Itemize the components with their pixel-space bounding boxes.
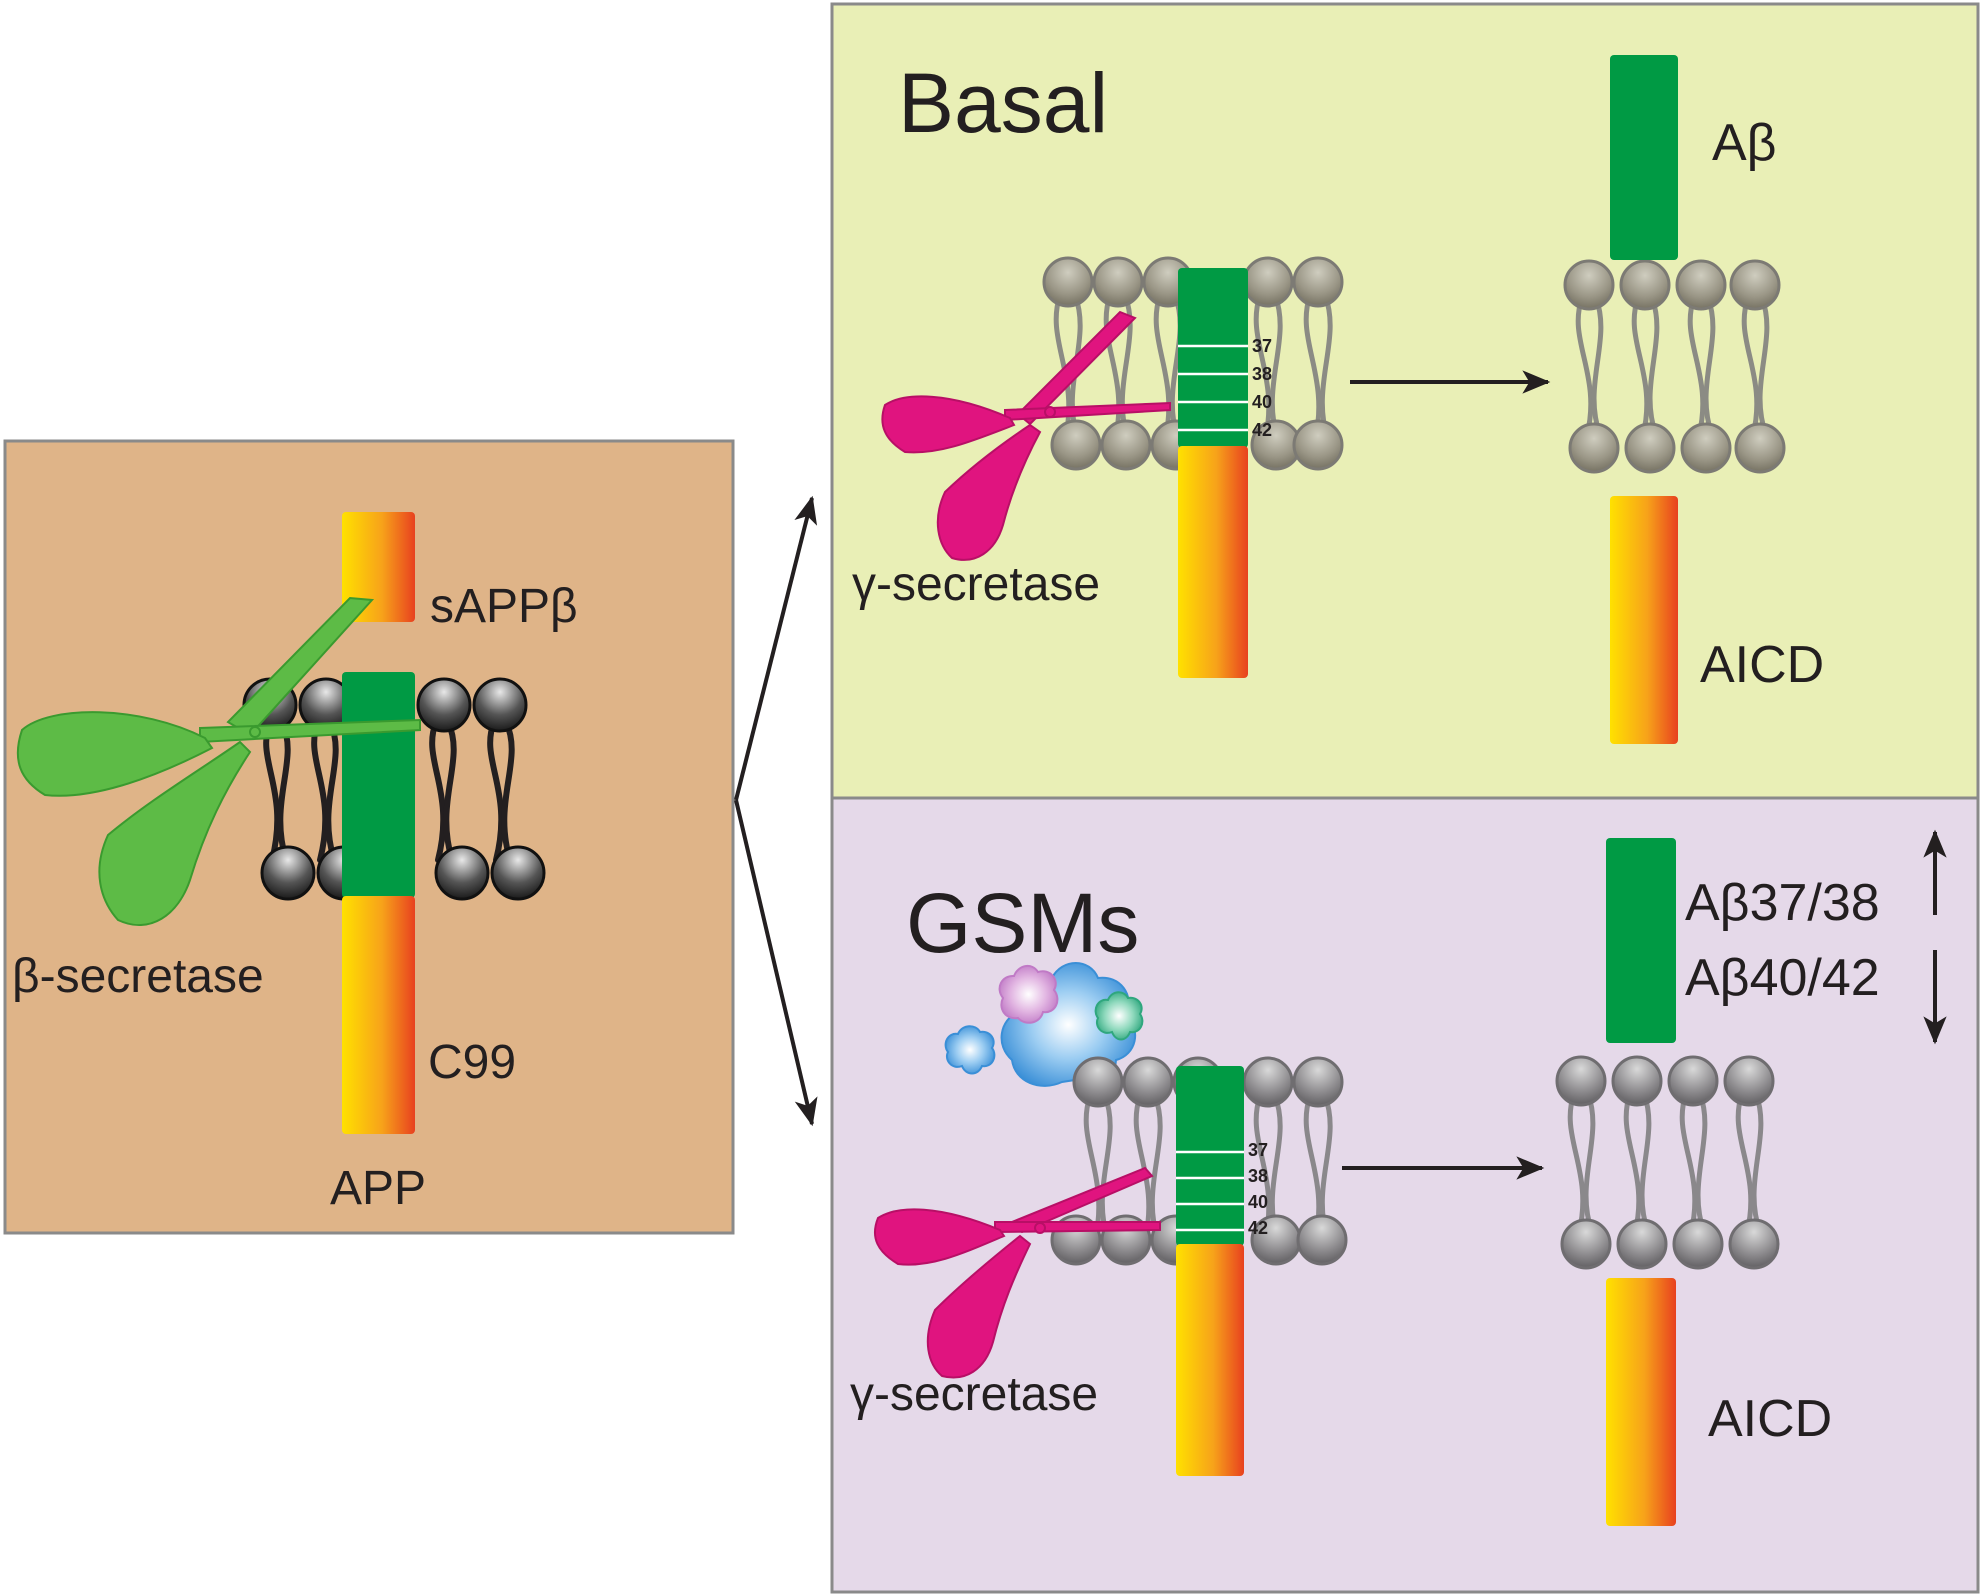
basal-gamma-secretase-scissors-icon	[881, 310, 1171, 561]
gsm-c99-fragment	[1176, 1244, 1244, 1476]
gsm-modulator-small-blue-icon	[944, 1025, 996, 1075]
gsm-modulator-teal-icon	[1094, 991, 1144, 1041]
c99-fragment	[342, 896, 415, 1134]
gsm-panel-background	[830, 796, 1980, 1594]
gsm-abeta-domain	[1176, 1066, 1244, 1246]
gsm-site-42: 42	[1248, 1218, 1268, 1238]
basal-panel: Basal	[830, 2, 1980, 800]
gsm-product-membrane	[1555, 1055, 1780, 1270]
sapp-beta-label: sAPPβ	[430, 580, 578, 633]
gsm-modulator-pink-icon	[998, 964, 1059, 1024]
basal-gamma-secretase-label: γ-secretase	[852, 558, 1100, 611]
beta-secretase-scissors-icon	[16, 596, 421, 926]
gsm-gamma-secretase-label: γ-secretase	[850, 1368, 1098, 1421]
basal-abeta-label: Aβ	[1712, 114, 1777, 172]
app-panel: sAPPβ β-secretase C99 APP	[3, 439, 735, 1235]
basal-product-membrane	[1563, 259, 1786, 474]
sapp-beta-fragment	[342, 512, 415, 622]
gsm-aicd-product	[1606, 1278, 1676, 1526]
gsm-aicd-label: AICD	[1708, 1390, 1832, 1448]
gsm-cleavage-lines	[1176, 1150, 1244, 1232]
arrow-to-gsms	[734, 799, 818, 1127]
arrow-to-basal	[734, 495, 818, 801]
basal-abeta-product	[1610, 55, 1678, 260]
app-label: APP	[330, 1162, 426, 1215]
basal-aicd-product	[1610, 496, 1678, 744]
abeta-domain	[342, 672, 415, 898]
beta-secretase-label: β-secretase	[12, 950, 264, 1003]
basal-aicd-label: AICD	[1700, 636, 1824, 694]
c99-label: C99	[428, 1036, 516, 1089]
branch-arrows	[734, 495, 818, 1127]
basal-site-42: 42	[1252, 420, 1272, 440]
basal-c99-fragment	[1178, 446, 1248, 678]
gsm-title: GSMs	[906, 876, 1139, 970]
gsm-gamma-secretase-scissors-icon	[873, 1166, 1161, 1379]
basal-site-40: 40	[1252, 392, 1272, 412]
basal-title: Basal	[898, 56, 1108, 150]
gsm-abeta-product	[1606, 838, 1676, 1043]
gsm-abeta37-38-label: Aβ37/38	[1685, 874, 1880, 932]
basal-cleavage-lines	[1178, 344, 1248, 432]
gsm-site-40: 40	[1248, 1192, 1268, 1212]
basal-abeta-domain	[1178, 268, 1248, 448]
gsm-panel: GSMs	[830, 796, 1980, 1594]
gsm-abeta40-42-label: Aβ40/42	[1685, 949, 1880, 1007]
gsm-site-38: 38	[1248, 1166, 1268, 1186]
basal-site-38: 38	[1252, 364, 1272, 384]
gsm-site-37: 37	[1248, 1140, 1268, 1160]
basal-site-37: 37	[1252, 336, 1272, 356]
basal-panel-background	[830, 2, 1980, 800]
